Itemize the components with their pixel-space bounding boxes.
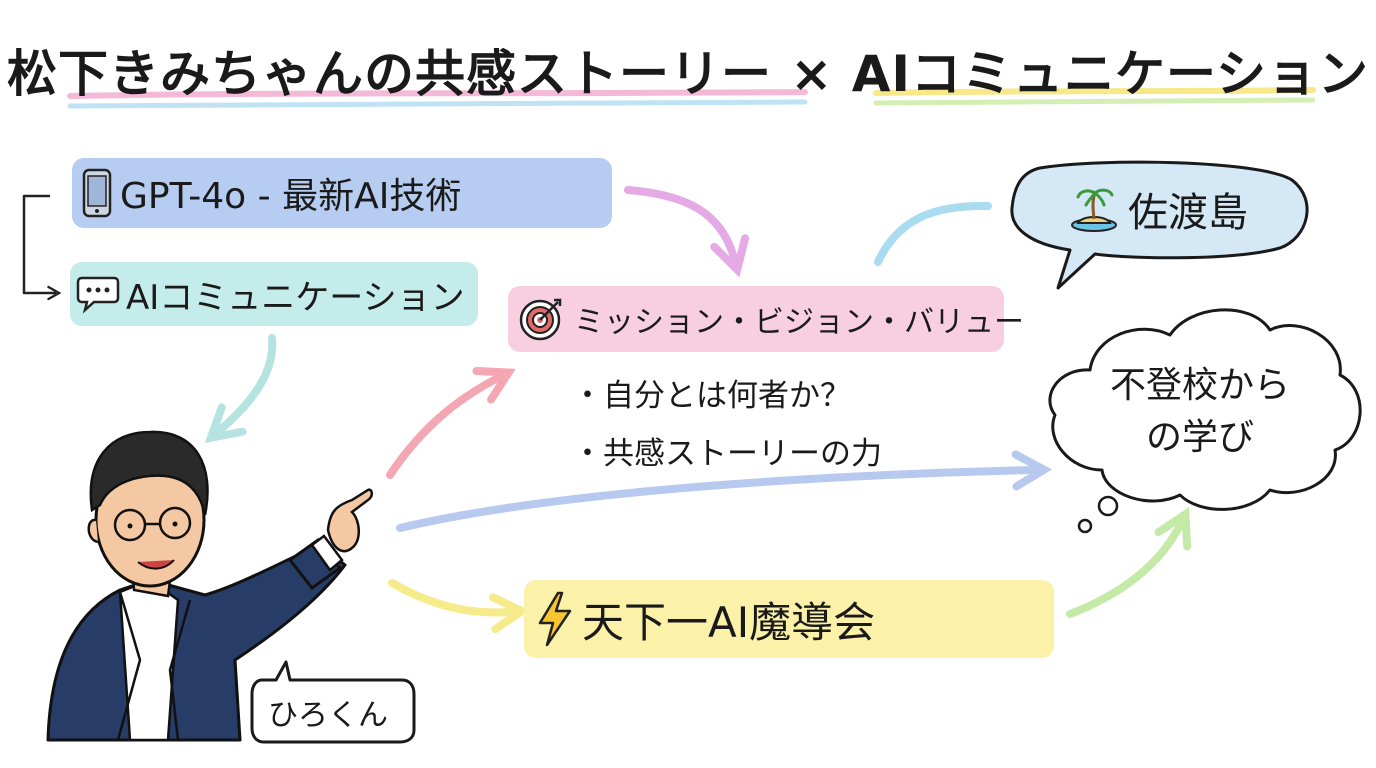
arrow-person-to-futoko <box>396 450 1053 532</box>
arrow-person-to-madokai <box>388 579 531 634</box>
node-sado: 佐渡島 <box>1028 176 1288 242</box>
page-title: 松下きみちゃんの共感ストーリー × AIコミュニケーション <box>6 45 1369 103</box>
arrow-madokai-to-futoko <box>1066 507 1192 618</box>
person-illustration <box>46 430 373 742</box>
smartphone-icon <box>82 168 112 218</box>
node-futoko-line-2: の学び <box>1145 417 1254 458</box>
mission-bullet-1: ・自分とは何者か？ <box>572 378 851 414</box>
node-futoko: 不登校から の学び <box>1070 360 1330 464</box>
futoko-thought-cloud <box>1048 308 1362 511</box>
name-tag-bubble <box>250 660 416 744</box>
title-underline-right <box>873 87 1316 106</box>
node-futoko-line-1: 不登校から <box>1109 365 1290 406</box>
node-madokai-label: 天下一AI魔導会 <box>582 597 876 647</box>
sado-speech-bubble <box>1010 160 1309 290</box>
mission-bullet-2: ・共感ストーリーの力 <box>572 436 882 472</box>
node-ai-communication-label: AIコミュニケーション <box>126 277 465 318</box>
arrow-person-to-mission <box>386 367 516 479</box>
lightning-icon <box>534 591 574 647</box>
node-sado-label: 佐渡島 <box>1128 190 1248 236</box>
node-gpt-label: GPT-4o - 最新AI技術 <box>120 176 462 217</box>
thought-dot-small <box>1077 518 1093 534</box>
bracket-connector <box>22 194 62 301</box>
arrow-gpt-to-mission <box>624 186 750 278</box>
node-ai-communication: AIコミュニケーション <box>70 262 478 326</box>
person-name-tag: ひろくん <box>268 698 388 733</box>
node-mission: ミッション・ビジョン・バリュー <box>508 286 1024 352</box>
arrow-aicomm-to-person <box>204 334 277 444</box>
speech-bubble-icon <box>76 274 120 314</box>
node-madokai: 天下一AI魔導会 <box>524 580 1054 658</box>
target-icon <box>518 296 564 342</box>
title-underline-left <box>67 89 808 109</box>
node-mission-label: ミッション・ビジョン・バリュー <box>574 305 1024 340</box>
line-mission-to-sado <box>874 201 992 266</box>
thought-dot-large <box>1097 495 1119 517</box>
node-gpt: GPT-4o - 最新AI技術 <box>72 158 612 228</box>
island-icon <box>1068 185 1120 233</box>
